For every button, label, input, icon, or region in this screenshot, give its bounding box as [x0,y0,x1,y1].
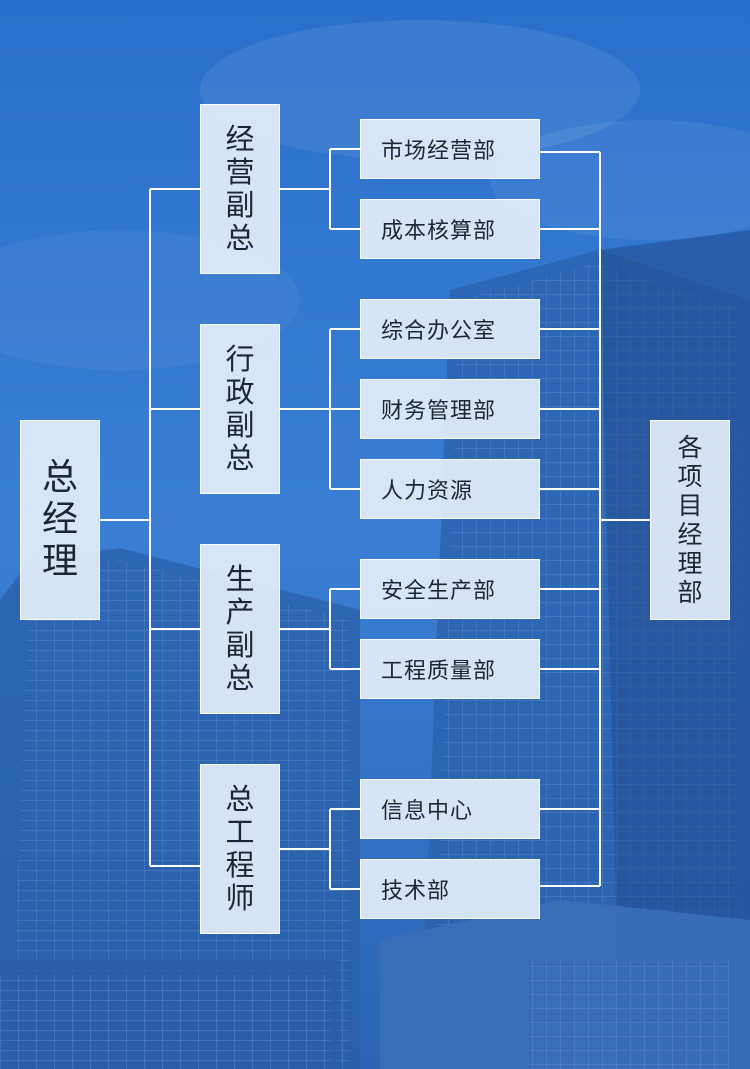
node-char: 政 [225,375,255,409]
node-char: 程 [225,848,255,882]
node-char: 营 [225,155,255,189]
node-char: 副 [225,188,255,222]
dept-node: 安全生产部 [360,559,540,619]
node-char: 理 [677,549,703,578]
node-char: 行 [225,342,255,376]
node-char: 总 [225,221,255,255]
vp-node-1: 经营副总 [200,104,280,274]
dept-node: 人力资源 [360,459,540,519]
dept-node: 成本核算部 [360,199,540,259]
node-char: 生 [225,562,255,596]
node-char: 产 [225,595,255,629]
node-char: 经 [677,520,703,549]
node-char: 项 [677,462,703,491]
node-char: 副 [225,628,255,662]
dept-node: 工程质量部 [360,639,540,699]
dept-node: 综合办公室 [360,299,540,359]
vp-node-4: 总工程师 [200,764,280,934]
dept-node: 市场经营部 [360,119,540,179]
node-char: 理 [41,541,78,582]
node-char: 总 [41,457,78,498]
dept-node: 技术部 [360,859,540,919]
node-char: 部 [677,578,703,607]
dept-node: 财务管理部 [360,379,540,439]
vp-node-2: 行政副总 [200,324,280,494]
node-char: 副 [225,408,255,442]
root-node: 总经理 [20,420,100,620]
node-char: 总 [225,661,255,695]
node-char: 总 [225,782,255,816]
node-char: 总 [225,441,255,475]
node-char: 各 [677,433,703,462]
node-char: 师 [225,881,255,915]
node-char: 目 [677,491,703,520]
dept-node: 信息中心 [360,779,540,839]
node-char: 经 [41,499,78,540]
vp-node-3: 生产副总 [200,544,280,714]
node-char: 工 [225,815,255,849]
node-char: 经 [225,122,255,156]
project-dept-node: 各项目经理部 [650,420,730,620]
